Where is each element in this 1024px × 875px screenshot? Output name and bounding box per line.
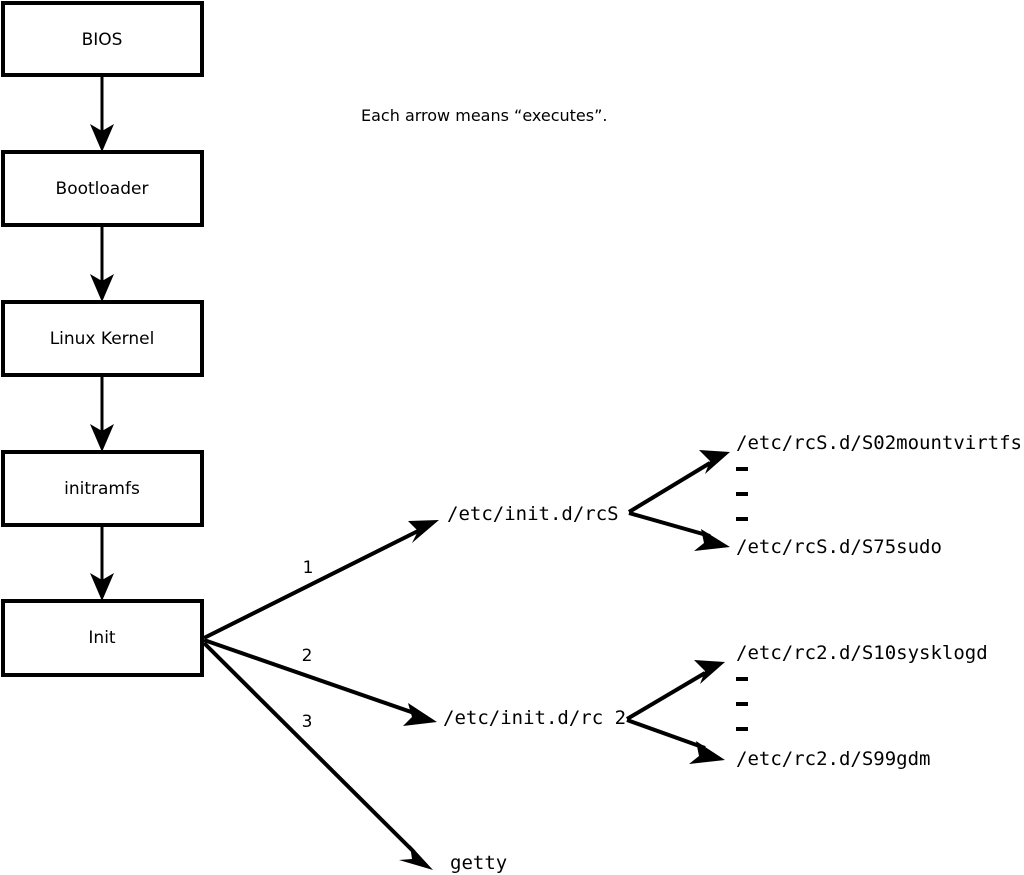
- rc2-script-last[interactable]: /etc/rc2.d/S99gdm: [736, 748, 930, 770]
- arrow-rcs-to-first-script: [627, 450, 730, 514]
- arrow-initramfs-to-init: [90, 526, 114, 601]
- rc2-script-first[interactable]: /etc/rc2.d/S10sysklogd: [736, 642, 988, 664]
- bootloader-label: Bootloader: [56, 179, 149, 199]
- arrow-init-to-rcs: [203, 520, 439, 640]
- arrow-bootloader-to-kernel: [90, 226, 114, 302]
- rcs-script-first[interactable]: /etc/rcS.d/S02mountvirtfs: [736, 432, 1022, 454]
- rcs-script-last[interactable]: /etc/rcS.d/S75sudo: [736, 536, 942, 558]
- target-label-rcs[interactable]: /etc/init.d/rcS: [447, 503, 619, 525]
- initramfs-box[interactable]: [1, 450, 204, 527]
- arrow-init-to-getty: [202, 641, 433, 870]
- linux-kernel-label: Linux Kernel: [50, 329, 155, 349]
- node-bios[interactable]: BIOS: [1, 1, 204, 77]
- node-init[interactable]: Init: [1, 599, 204, 677]
- node-linux-kernel[interactable]: Linux Kernel: [1, 300, 204, 377]
- rcs-ellipsis: [736, 467, 748, 521]
- legend-note: Each arrow means “executes”.: [361, 106, 607, 125]
- node-bootloader[interactable]: Bootloader: [1, 150, 204, 227]
- node-initramfs[interactable]: initramfs: [1, 450, 204, 527]
- init-label: Init: [88, 628, 116, 648]
- edge-number-1: 1: [303, 558, 314, 578]
- edge-number-2: 2: [302, 646, 313, 666]
- arrow-rc2-to-last-script: [626, 718, 725, 764]
- target-label-rc2[interactable]: /etc/init.d/rc 2: [443, 707, 626, 729]
- arrow-kernel-to-initramfs: [90, 376, 114, 452]
- init-box[interactable]: [1, 599, 204, 677]
- arrow-rcs-to-last-script: [628, 511, 730, 551]
- arrow-init-to-rc2: [203, 638, 437, 726]
- initramfs-label: initramfs: [64, 479, 140, 499]
- rc2-ellipsis: [736, 677, 748, 731]
- edge-number-3: 3: [302, 712, 313, 732]
- linux-kernel-box[interactable]: [1, 300, 204, 377]
- arrow-rc2-to-first-script: [625, 660, 725, 721]
- arrow-bios-to-bootloader: [90, 76, 114, 152]
- bios-box[interactable]: [1, 1, 204, 77]
- target-label-getty[interactable]: getty: [450, 852, 507, 874]
- bios-label: BIOS: [82, 30, 123, 50]
- bootloader-box[interactable]: [1, 150, 204, 227]
